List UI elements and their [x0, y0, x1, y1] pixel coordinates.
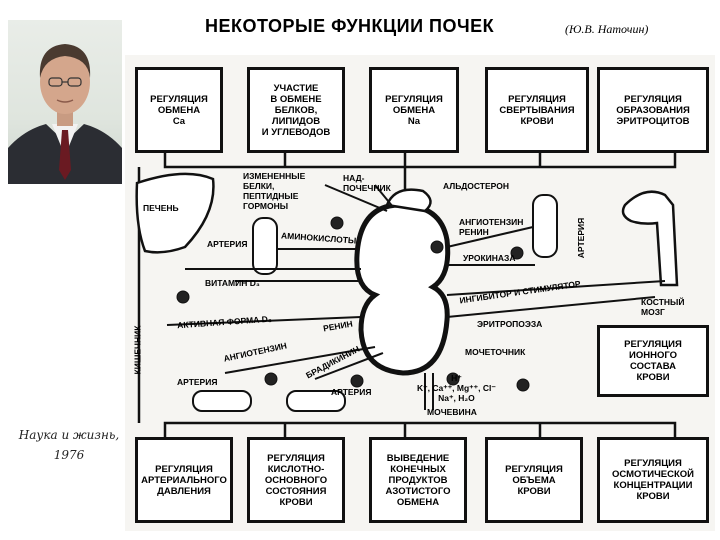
- label-vitamin-d3: ВИТАМИН D₃: [205, 278, 260, 288]
- label-artery-right: АРТЕРИЯ: [576, 218, 586, 258]
- label-ions: H⁺ K⁺, Ca⁺⁺, Mg⁺⁺, Cl⁻ Na⁺, H₂O: [417, 373, 496, 403]
- bone-shape: [623, 192, 677, 285]
- liver-shape: [137, 174, 214, 252]
- label-artery-left: АРТЕРИЯ: [207, 239, 247, 249]
- label-adrenal: НАД- ПОЧЕЧНИК: [343, 173, 391, 193]
- label-erythropoiesis: ЭРИТРОПОЭЗА: [477, 319, 542, 329]
- label-bone-marrow: КОСТНЫЙ МОЗГ: [641, 297, 685, 317]
- box-calcium-regulation: РЕГУЛЯЦИЯ ОБМЕНА Ca: [135, 67, 223, 153]
- label-angiotensin-renin: АНГИОТЕНЗИН РЕНИН: [459, 217, 523, 237]
- label-modified-proteins: ИЗМЕНЕННЫЕ БЕЛКИ, ПЕПТИДНЫЕ ГОРМОНЫ: [243, 171, 305, 211]
- box-ionic-composition: РЕГУЛЯЦИЯ ИОННОГО СОСТАВА КРОВИ: [597, 325, 709, 397]
- label-artery-lower-left: АРТЕРИЯ: [177, 377, 217, 387]
- portrait-photo: [8, 20, 122, 184]
- box-erythropoiesis-regulation: РЕГУЛЯЦИЯ ОБРАЗОВАНИЯ ЭРИТРОЦИТОВ: [597, 67, 709, 153]
- label-intestine: КИШЕЧНИК: [132, 326, 142, 375]
- box-blood-volume-regulation: РЕГУЛЯЦИЯ ОБЪЕМА КРОВИ: [485, 437, 583, 523]
- label-urea: МОЧЕВИНА: [427, 407, 477, 417]
- label-aldosterone: АЛЬДОСТЕРОН: [443, 181, 509, 191]
- caption-journal: Наука и жизнь,: [14, 425, 124, 445]
- source-caption: Наука и жизнь, 1976: [14, 425, 124, 465]
- box-protein-lipid-carb-metabolism: УЧАСТИЕ В ОБМЕНЕ БЕЛКОВ, ЛИПИДОВ И УГЛЕВ…: [247, 67, 345, 153]
- kidney-functions-diagram: РЕГУЛЯЦИЯ ОБМЕНА Ca УЧАСТИЕ В ОБМЕНЕ БЕЛ…: [125, 55, 715, 531]
- box-blood-pressure-regulation: РЕГУЛЯЦИЯ АРТЕРИАЛЬНОГО ДАВЛЕНИЯ: [135, 437, 233, 523]
- slide-title: НЕКОТОРЫЕ ФУНКЦИИ ПОЧЕК: [205, 16, 494, 37]
- box-osmotic-regulation: РЕГУЛЯЦИЯ ОСМОТИЧЕСКОЙ КОНЦЕНТРАЦИИ КРОВ…: [597, 437, 709, 523]
- author-credit: (Ю.В. Наточин): [565, 22, 648, 37]
- caption-year: 1976: [14, 445, 124, 465]
- box-acid-base-regulation: РЕГУЛЯЦИЯ КИСЛОТНО- ОСНОВНОГО СОСТОЯНИЯ …: [247, 437, 345, 523]
- label-urokinase: УРОКИНАЗА: [463, 253, 516, 263]
- box-nitrogen-waste-excretion: ВЫВЕДЕНИЕ КОНЕЧНЫХ ПРОДУКТОВ АЗОТИСТОГО …: [369, 437, 467, 523]
- label-ureter: МОЧЕТОЧНИК: [465, 347, 525, 357]
- label-artery-lower-mid: АРТЕРИЯ: [331, 387, 371, 397]
- box-sodium-regulation: РЕГУЛЯЦИЯ ОБМЕНА Na: [369, 67, 459, 153]
- label-liver: ПЕЧЕНЬ: [143, 203, 179, 213]
- box-coagulation-regulation: РЕГУЛЯЦИЯ СВЕРТЫВАНИЯ КРОВИ: [485, 67, 589, 153]
